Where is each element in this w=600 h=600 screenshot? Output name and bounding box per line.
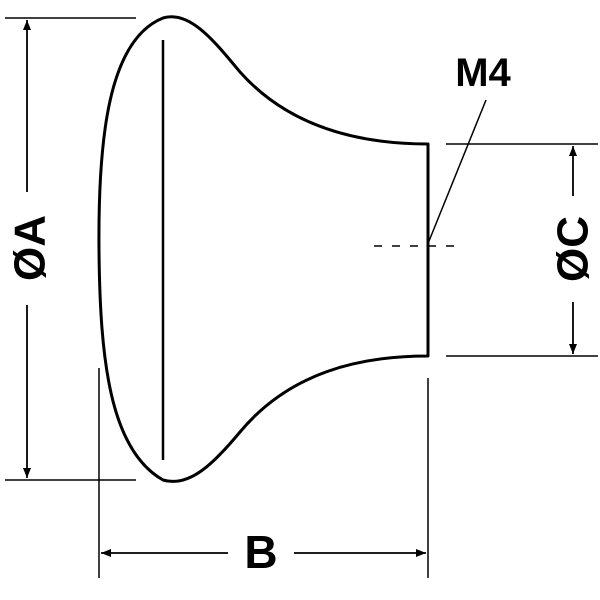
- thread-leader-line: [426, 99, 487, 247]
- label-length-b: B: [244, 526, 277, 578]
- label-diameter-c: ØC: [549, 216, 598, 282]
- label-diameter-a: ØA: [6, 215, 55, 281]
- label-thread-m4: M4: [455, 51, 511, 95]
- knob-outline: [97, 15, 430, 483]
